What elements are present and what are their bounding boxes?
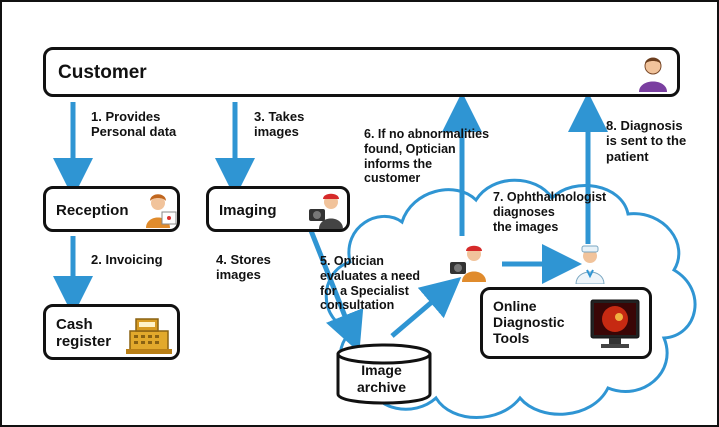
step-5-label: 5. Optician evaluates a need for a Speci… (320, 254, 421, 313)
step-6-label: 6. If no abnormalities found, Optician i… (364, 127, 490, 186)
cash-register-box: Cash register (43, 304, 180, 360)
cash-register-icon (126, 318, 172, 354)
camera-operator-icon (309, 193, 343, 229)
arrow-optician-evaluates (390, 277, 462, 338)
receptionist-icon (146, 194, 177, 228)
step-4-label: 4. Stores images (216, 252, 271, 283)
image-archive-label: Image archive (357, 362, 407, 395)
person-icon (639, 57, 667, 92)
customer-box: Customer (43, 47, 680, 97)
imaging-box: Imaging (206, 186, 350, 232)
step-3-label: 3. Takes images (254, 109, 305, 140)
doctor-icon (575, 245, 605, 284)
step-7-label: 7. Ophthalmologist diagnoses the images (493, 190, 607, 234)
imaging-label: Imaging (219, 202, 277, 219)
reception-label: Reception (56, 202, 129, 219)
step-2-label: 2. Invoicing (91, 252, 163, 267)
online-tools-box: Online Diagnostic Tools (480, 287, 652, 359)
arrow-stores-images (303, 217, 364, 353)
step-1-label: 1. Provides Personal data (91, 109, 177, 140)
cash-register-label: Cash register (56, 316, 112, 351)
optician-camera-icon (450, 245, 486, 282)
image-archive-cylinder (336, 343, 432, 405)
reception-box: Reception (43, 186, 180, 232)
step-8-label: 8. Diagnosis is sent to the patient (606, 118, 687, 164)
customer-label: Customer (58, 62, 147, 83)
online-tools-label: Online Diagnostic Tools (493, 298, 565, 347)
monitor-icon (590, 299, 640, 348)
